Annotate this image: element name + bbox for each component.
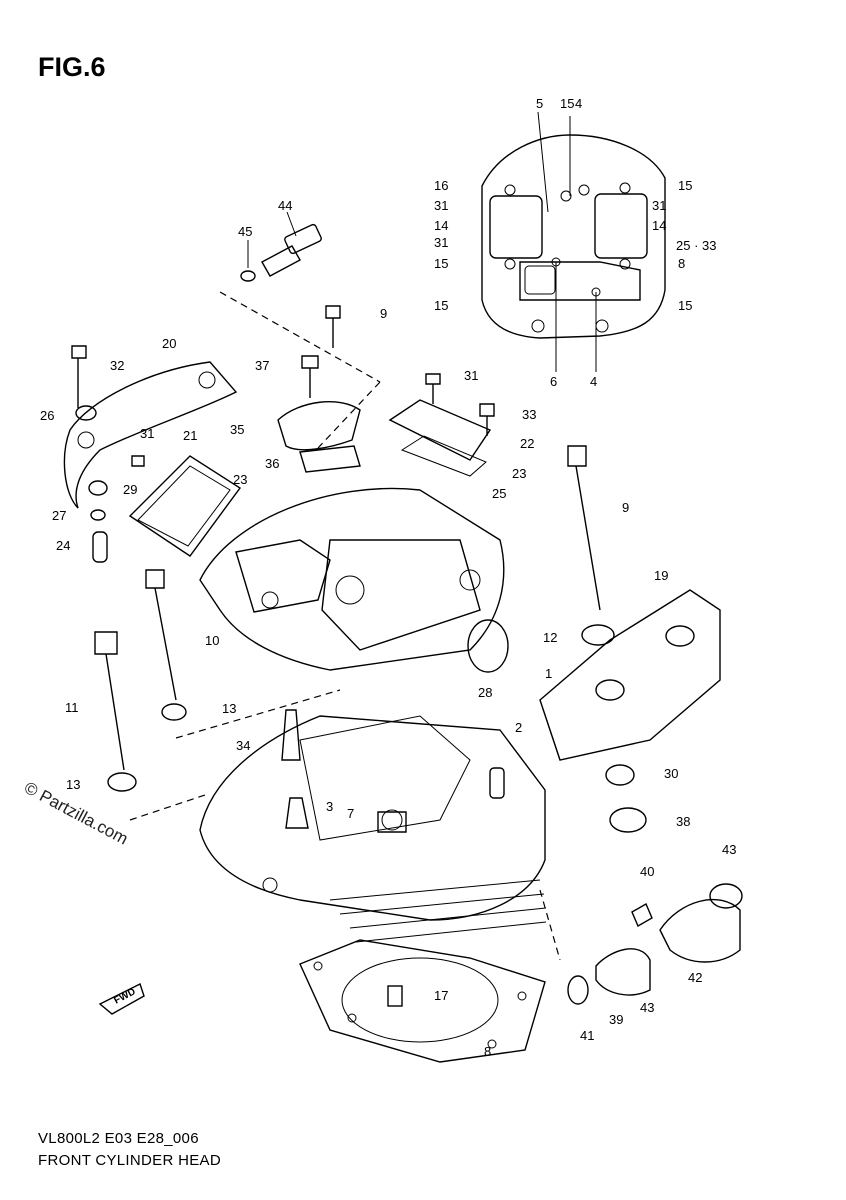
part-callout: 31 <box>652 198 666 213</box>
part-callout: 7 <box>347 806 354 821</box>
part-callout: 14 <box>652 218 666 233</box>
part-callout: 29 <box>123 482 137 497</box>
part-callout: 42 <box>688 970 702 985</box>
part-callout: 40 <box>640 864 654 879</box>
part-callout: 39 <box>609 1012 623 1027</box>
bolts <box>71 305 601 771</box>
bracket-20 <box>63 361 238 509</box>
part-callout: 25 <box>492 486 506 501</box>
part-callout: 8 <box>678 256 685 271</box>
part-callout: 15 <box>434 256 448 271</box>
part-callout: 35 <box>230 422 244 437</box>
part-callout: 10 <box>205 633 219 648</box>
part-callout: 33 <box>522 407 536 422</box>
part-callout: 20 <box>162 336 176 351</box>
forward-arrow-icon: FWD <box>98 983 145 1015</box>
part-callout: 31 <box>434 235 448 250</box>
part-callout: 26 <box>40 408 54 423</box>
part-callout: 14 <box>434 218 448 233</box>
part-callout: 25 · 33 <box>676 238 716 253</box>
diagram-name: FRONT CYLINDER HEAD <box>38 1152 221 1169</box>
part-callout: 15 <box>678 178 692 193</box>
cover-19 <box>539 589 721 761</box>
part-callout: 9 <box>622 500 629 515</box>
part-callout: 6 <box>550 374 557 389</box>
part-callout: 15 <box>434 298 448 313</box>
part-callout: 21 <box>183 428 197 443</box>
cylinder-head <box>199 487 547 943</box>
part-callout: 12 <box>543 630 557 645</box>
part-callout: 23 <box>233 472 247 487</box>
part-callout: 16 <box>434 178 448 193</box>
part-callout: 44 <box>278 198 292 213</box>
cover-22 <box>388 399 492 477</box>
part-callout: 19 <box>654 568 668 583</box>
part-callout: 13 <box>222 701 236 716</box>
part-callout: 3 <box>326 799 333 814</box>
part-callout: 30 <box>664 766 678 781</box>
sensor-assembly <box>240 211 322 282</box>
part-callout: 28 <box>478 685 492 700</box>
part-callout: 17 <box>434 988 448 1003</box>
part-callout: 15 <box>560 96 574 111</box>
part-callout: 2 <box>515 720 522 735</box>
part-callout: 13 <box>66 777 80 792</box>
part-callout: 37 <box>255 358 269 373</box>
part-callout: 8 <box>484 1044 491 1059</box>
part-callout: 27 <box>52 508 66 523</box>
part-callout: 1 <box>545 666 552 681</box>
part-callout: 11 <box>65 700 79 715</box>
part-callout: 4 <box>590 374 597 389</box>
part-callout: 31 <box>434 198 448 213</box>
head-gasket <box>299 939 546 1063</box>
part-callout: 38 <box>676 814 690 829</box>
part-callout: 5 <box>536 96 543 111</box>
part-callout: 31 <box>464 368 478 383</box>
part-callout: 23 <box>512 466 526 481</box>
part-callout: 43 <box>722 842 736 857</box>
part-callout: 22 <box>520 436 534 451</box>
figure-title: FIG.6 <box>38 52 106 82</box>
part-callout: 45 <box>238 224 252 239</box>
thermostat-housing <box>277 401 361 473</box>
part-callout: 43 <box>640 1000 654 1015</box>
part-callout: 31 <box>140 426 154 441</box>
part-callout: 15 <box>678 298 692 313</box>
part-callout: 34 <box>236 738 250 753</box>
part-callout: 4 <box>575 96 582 111</box>
small-parts <box>75 405 647 833</box>
top-view-inset <box>481 111 666 372</box>
diagram-code: VL800L2 E03 E28_006 <box>38 1130 199 1147</box>
part-callout: 24 <box>56 538 70 553</box>
intake-parts <box>567 883 743 1005</box>
cover-21 <box>128 455 242 557</box>
part-callout: 41 <box>580 1028 594 1043</box>
part-callout: 32 <box>110 358 124 373</box>
part-callout: 36 <box>265 456 279 471</box>
part-callout: 9 <box>380 306 387 321</box>
